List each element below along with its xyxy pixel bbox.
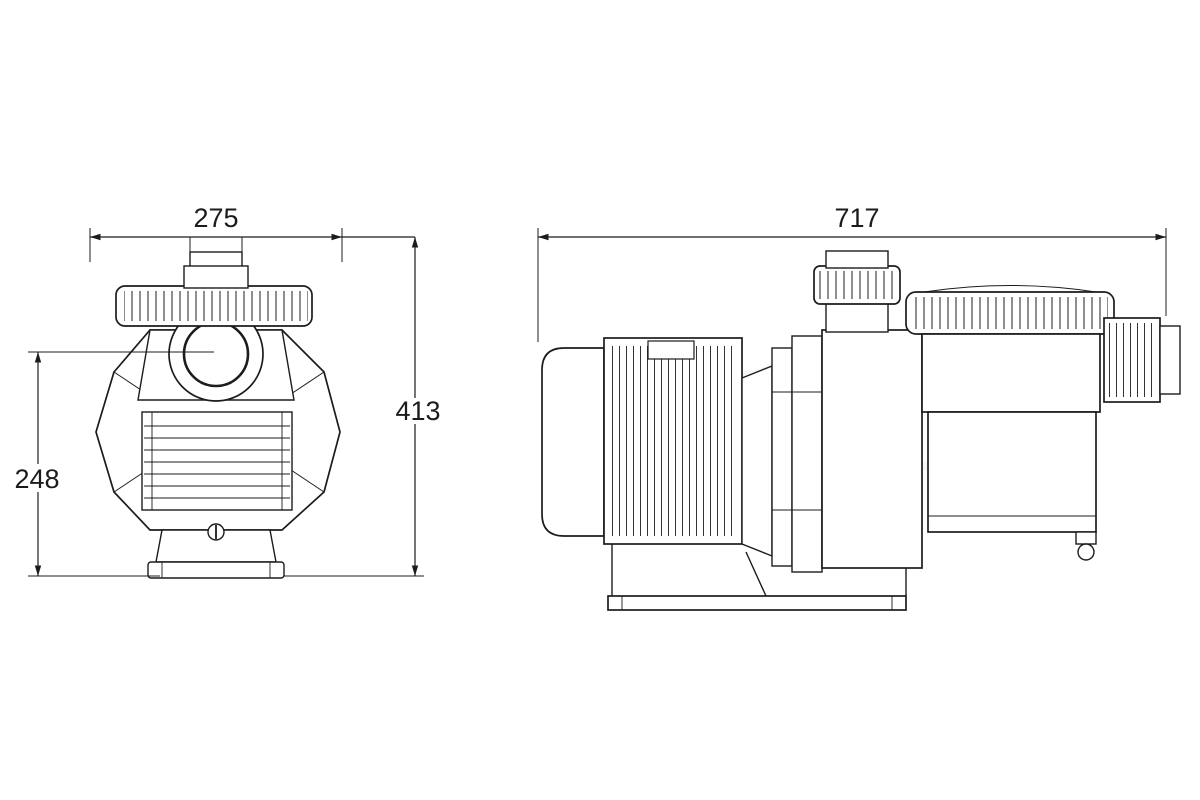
front-dimensions: 275 413 248 xyxy=(14,203,441,577)
side-view xyxy=(541,250,1181,611)
top-union-collar-ribs xyxy=(818,271,896,299)
pump-volute-body xyxy=(821,329,923,569)
motor-end-cap xyxy=(541,347,605,537)
drain-plug-side xyxy=(1077,543,1095,561)
top-port-lower xyxy=(183,265,249,289)
outlet-union-cap xyxy=(1159,325,1181,395)
front-view xyxy=(95,251,341,579)
top-union-neck xyxy=(825,301,889,333)
dim-label-717: 717 xyxy=(834,203,879,233)
strainer-pot-lower xyxy=(927,411,1097,533)
motor-bracket xyxy=(741,364,773,558)
strainer-pot-upper xyxy=(921,333,1101,413)
flange-plate-2 xyxy=(791,335,823,573)
motor-cooling-ribs xyxy=(608,346,738,536)
base-foot xyxy=(147,561,285,579)
dim-label-413: 413 xyxy=(395,396,440,426)
drain-stub xyxy=(1075,531,1097,545)
flange-plate-1 xyxy=(771,347,793,567)
side-dimensions: 717 xyxy=(537,203,1167,342)
front-rib-band-lines xyxy=(144,418,290,506)
strainer-lid-dome xyxy=(923,285,1097,293)
top-union-cap xyxy=(825,250,889,269)
strainer-lid-ribs xyxy=(912,297,1108,329)
outlet-union-ribs xyxy=(1108,323,1156,397)
base-support-mid xyxy=(745,551,767,597)
motor-terminal-box xyxy=(647,340,695,360)
dim-label-248: 248 xyxy=(14,464,59,494)
dim-label-275: 275 xyxy=(193,203,238,233)
inlet-port-inner-ring xyxy=(182,320,250,388)
lid-clamp-ribs xyxy=(124,291,308,321)
base-foot-pad xyxy=(607,595,907,611)
